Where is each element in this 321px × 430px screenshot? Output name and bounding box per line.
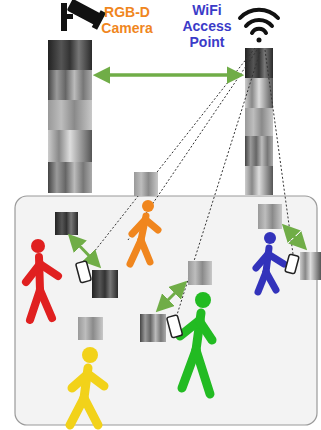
wifi-icon — [240, 10, 278, 43]
node-label: WiFi Access Point — [177, 2, 237, 50]
association-arrow — [98, 73, 239, 77]
green-person — [180, 292, 212, 394]
feature-patches — [55, 172, 321, 342]
wifi-links — [86, 48, 293, 318]
camera-icon — [61, 0, 106, 31]
wifi-feature-strip — [245, 48, 273, 195]
node-label: RGB-D Camera — [96, 4, 158, 36]
yellow-person — [70, 347, 104, 425]
patch-arrows — [72, 228, 303, 308]
camera-node: RGB-D Camera — [48, 40, 92, 193]
orange-person — [130, 200, 158, 264]
blue-person — [256, 232, 284, 292]
room-area — [15, 196, 317, 425]
camera-feature-strip — [48, 40, 92, 193]
red-person — [26, 239, 58, 320]
phones — [76, 254, 300, 338]
access-point-node: WiFi Access Point — [245, 48, 273, 195]
